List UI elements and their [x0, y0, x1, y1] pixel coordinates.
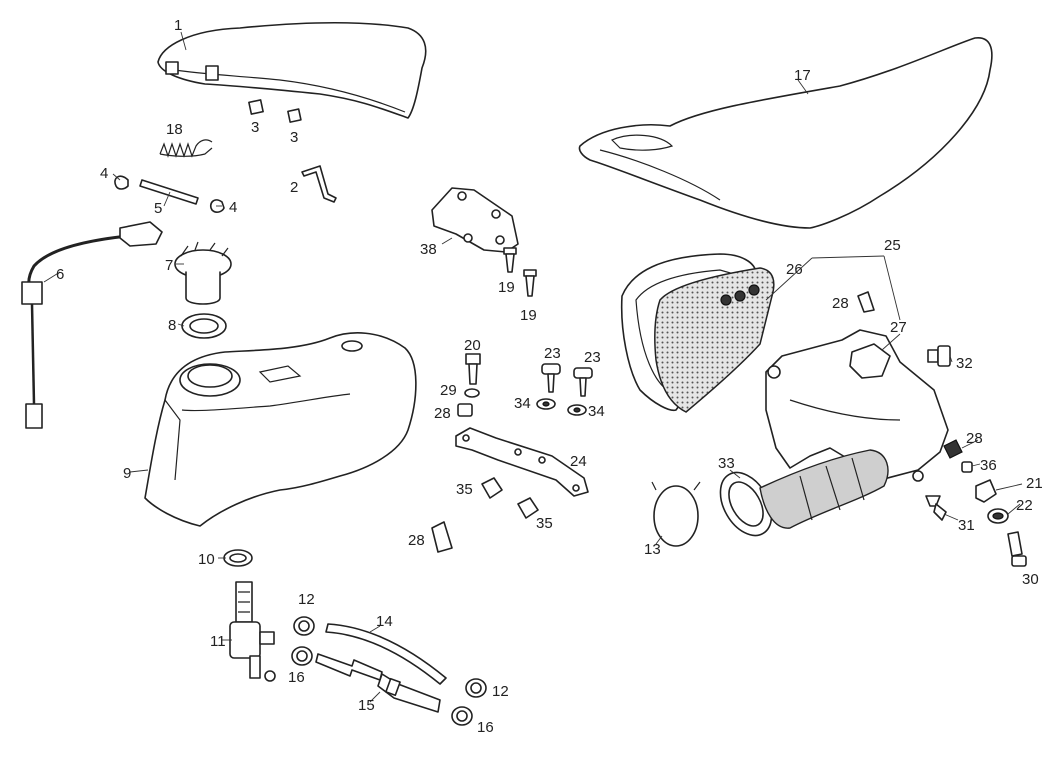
part-screw-31 [925, 495, 947, 521]
part-pump-cap [174, 241, 232, 305]
part-screw-19a [503, 247, 517, 273]
callout-5: 5 [154, 200, 162, 217]
callout-22: 22 [1016, 497, 1033, 514]
callout-21: 21 [1026, 475, 1043, 492]
part-clip-28b [431, 521, 453, 553]
callout-29: 29 [440, 382, 457, 399]
callout-20: 20 [464, 337, 481, 354]
callout-3b: 3 [290, 129, 298, 146]
part-oring [181, 313, 227, 339]
callout-23b: 23 [584, 349, 601, 366]
callout-6: 6 [56, 266, 64, 283]
part-airbox [765, 329, 949, 482]
callout-34a: 34 [514, 395, 531, 412]
callout-28b: 28 [408, 532, 425, 549]
callout-35a: 35 [456, 481, 473, 498]
callout-1: 1 [174, 17, 182, 34]
part-screw-19b [523, 269, 537, 297]
part-clipnut-35a [481, 477, 503, 499]
callout-34b: 34 [588, 403, 605, 420]
callout-28c: 28 [832, 295, 849, 312]
callout-14: 14 [376, 613, 393, 630]
part-fuel-sender [21, 221, 163, 429]
part-clip-3a [248, 99, 264, 115]
callout-12a: 12 [298, 591, 315, 608]
callout-35b: 35 [536, 515, 553, 532]
callout-19a: 19 [498, 279, 515, 296]
part-fuel-tank [144, 332, 417, 527]
part-washer-29 [464, 388, 480, 398]
callout-7: 7 [165, 257, 173, 274]
callout-9: 9 [123, 465, 131, 482]
callout-10: 10 [198, 551, 215, 568]
part-fuel-tap [229, 581, 276, 682]
part-hose-14 [325, 623, 447, 685]
callout-16a: 16 [288, 669, 305, 686]
part-nut-28a [457, 403, 473, 417]
part-strap-13 [651, 481, 701, 547]
callout-3a: 3 [251, 119, 259, 136]
part-bolt-32 [927, 345, 951, 367]
part-knob-23b [573, 367, 593, 397]
callout-26: 26 [786, 261, 803, 278]
part-intake-duct [719, 449, 889, 537]
part-knob-23a [541, 363, 561, 393]
part-clipnut-35b [517, 497, 539, 519]
callout-28a: 28 [434, 405, 451, 422]
callout-19b: 19 [520, 307, 537, 324]
part-clamp-16a [291, 646, 313, 666]
part-clamp-10 [223, 549, 253, 567]
callout-12b: 12 [492, 683, 509, 700]
callout-30: 30 [1022, 571, 1039, 588]
leader-lines [43, 31, 1023, 703]
callout-18: 18 [166, 121, 183, 138]
part-clip-28d [943, 439, 963, 459]
part-clip-3b [287, 108, 302, 123]
part-seat [578, 37, 993, 229]
part-clamp-16b [451, 706, 473, 726]
part-tank-cover [157, 21, 427, 119]
part-washer-34a [536, 398, 556, 410]
callout-25: 25 [884, 237, 901, 254]
callout-16b: 16 [477, 719, 494, 736]
callout-2: 2 [290, 179, 298, 196]
part-bracket-24 [455, 427, 589, 497]
part-bracket-2 [301, 165, 337, 203]
callout-8: 8 [168, 317, 176, 334]
callout-labels: 1 2 3 3 4 4 5 6 7 8 9 10 11 12 12 13 14 … [56, 17, 1043, 736]
part-bolt-30 [1007, 531, 1027, 567]
part-bolt-20 [465, 353, 481, 385]
callout-28d: 28 [966, 430, 983, 447]
callout-31: 31 [958, 517, 975, 534]
callout-15: 15 [358, 697, 375, 714]
part-circlip-4a [114, 175, 129, 190]
callout-32: 32 [956, 355, 973, 372]
callout-38: 38 [420, 241, 437, 258]
callout-33: 33 [718, 455, 735, 472]
part-filter-15 [315, 653, 441, 713]
part-clip-28c [857, 291, 875, 313]
callout-17: 17 [794, 67, 811, 84]
callout-23a: 23 [544, 345, 561, 362]
callout-24: 24 [570, 453, 587, 470]
callout-11: 11 [210, 633, 226, 650]
callout-4a: 4 [100, 165, 108, 182]
part-clamp-12b [465, 678, 487, 698]
part-filter-element [654, 267, 775, 413]
part-spring [159, 139, 213, 158]
part-pin [139, 179, 199, 205]
callout-27: 27 [890, 319, 907, 336]
part-bracket-38 [431, 187, 519, 253]
part-clamp-12a [293, 616, 315, 636]
part-ring-22 [987, 508, 1009, 524]
callout-36: 36 [980, 457, 997, 474]
callout-13: 13 [644, 541, 661, 558]
part-cap-21 [975, 479, 997, 503]
part-grommet-36 [961, 461, 973, 473]
callout-4b: 4 [229, 199, 237, 216]
part-washer-34b [567, 404, 587, 416]
